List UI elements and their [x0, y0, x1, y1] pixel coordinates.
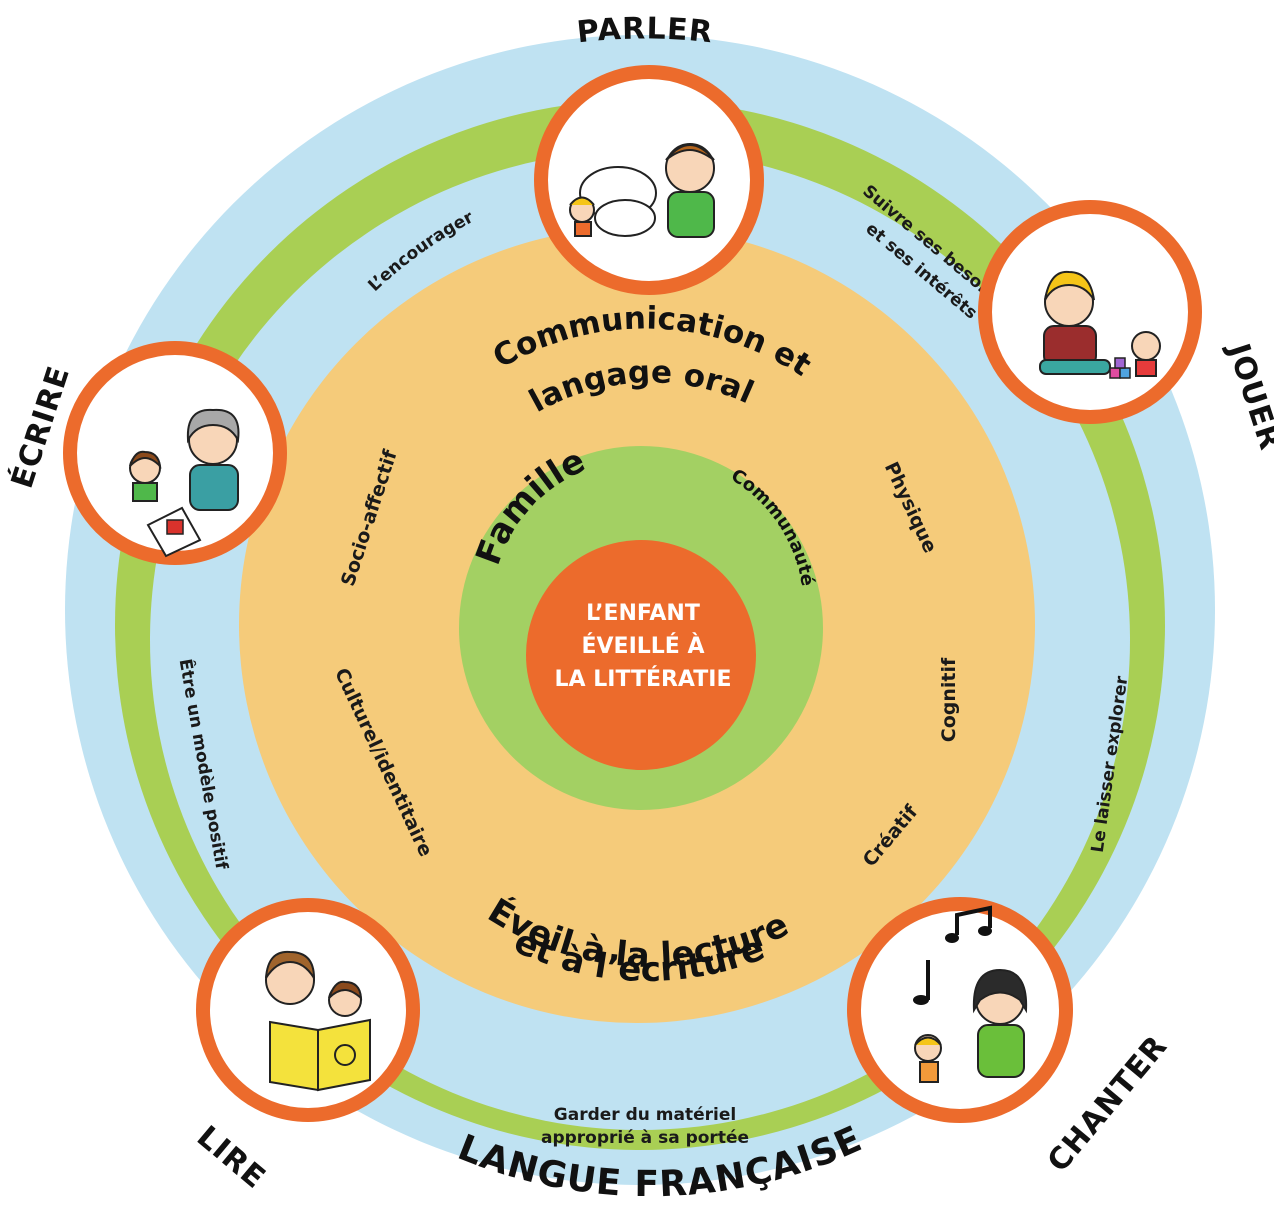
label-jouer: JOUER — [1220, 338, 1274, 455]
activity-chanter — [847, 897, 1073, 1123]
green-materiel-line-1: Garder du matériel — [554, 1105, 736, 1125]
playing-blocks-icon — [1039, 270, 1161, 379]
center-line-3: LA LITTÉRATIE — [555, 666, 732, 692]
reading-book-icon — [265, 950, 371, 1092]
activity-ecrire — [63, 341, 287, 565]
talking-adult-child-icon — [569, 143, 715, 238]
green-materiel-line-2: approprié à sa portée — [541, 1128, 749, 1148]
activity-jouer — [978, 200, 1202, 424]
label-lire: LIRE — [190, 1119, 272, 1196]
center-line-2: ÉVEILLÉ À — [581, 633, 704, 659]
domain-cognitif: Cognitif — [938, 657, 960, 742]
drawing-grandma-child-icon — [129, 408, 240, 558]
singing-music-notes-icon — [913, 905, 1028, 1083]
center-label: L’ENFANT ÉVEILLÉ À LA LITTÉRATIE — [555, 601, 732, 692]
center-circle — [526, 540, 756, 770]
label-parler: PARLER — [575, 11, 714, 50]
activity-parler — [534, 65, 764, 295]
center-line-1: L’ENFANT — [586, 601, 700, 626]
activity-lire — [196, 898, 420, 1122]
